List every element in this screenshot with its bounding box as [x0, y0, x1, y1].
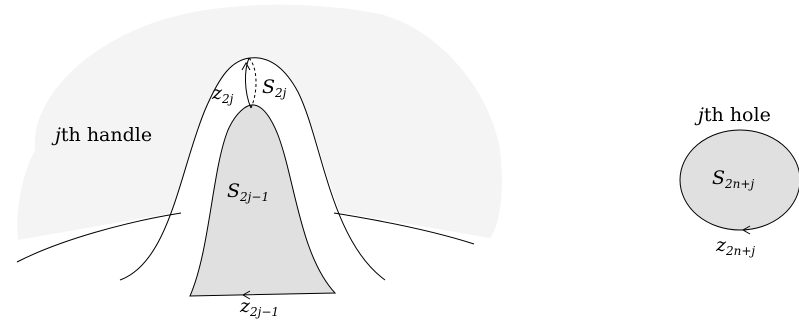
handle-label: jth handle [51, 124, 152, 146]
label-z-upper-sub: 2j [221, 92, 234, 106]
hole-label-text: th hole [704, 104, 771, 126]
hole-disk [679, 129, 799, 231]
surface-base-curve-right [333, 212, 475, 245]
handle-label-text: th handle [61, 124, 152, 146]
label-z-upper: z2j [211, 82, 234, 106]
label-s-upper-sub: 2j [274, 86, 287, 100]
label-s-lower-base: S [227, 180, 240, 202]
hole-arrow [741, 225, 751, 235]
hole-label: jth hole [694, 104, 771, 126]
hole-label-var: j [694, 104, 704, 126]
label-s-upper-base: S [262, 76, 275, 98]
label-z-hole: z2n+j [715, 234, 755, 258]
inner-region-s-lower [189, 104, 337, 297]
label-s-upper: S2j [262, 76, 287, 100]
label-s-lower: S2j−1 [227, 180, 269, 204]
label-z-lower-base: z [239, 295, 251, 317]
meridian-arrow [241, 61, 251, 71]
surface-base-curve [16, 212, 182, 263]
label-z-lower-sub: 2j−1 [249, 305, 279, 319]
handle-label-var: j [51, 124, 61, 146]
meridian-curve-back [248, 57, 257, 109]
handle-outer-boundary [119, 57, 386, 281]
label-z-hole-sub: 2n+j [725, 244, 755, 258]
label-s-lower-sub: 2j−1 [239, 190, 269, 204]
label-s-hole-base: S [712, 167, 725, 189]
bottom-edge-arrow [241, 290, 251, 300]
label-s-hole: S2n+j [712, 167, 754, 191]
label-z-upper-base: z [211, 82, 223, 104]
meridian-curve-front [245, 57, 252, 109]
label-s-hole-sub: 2n+j [724, 177, 754, 191]
label-z-hole-base: z [715, 234, 727, 256]
label-z-lower: z2j−1 [239, 295, 279, 319]
